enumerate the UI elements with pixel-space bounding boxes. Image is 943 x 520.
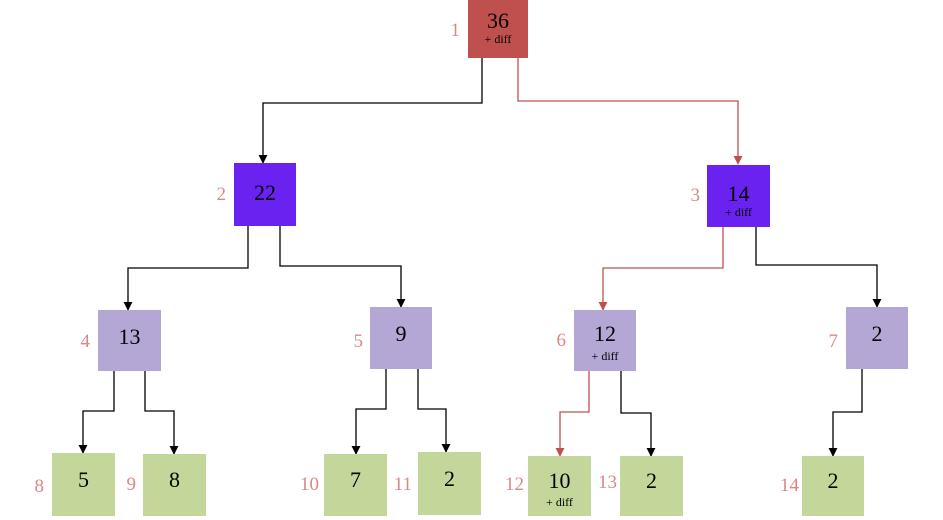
node-value: 2 xyxy=(871,321,883,346)
node-index-label: 9 xyxy=(126,474,137,495)
node-index-label: 6 xyxy=(556,330,567,351)
node-index-label: 5 xyxy=(353,331,364,352)
node-index-label: 4 xyxy=(80,331,91,352)
node-index-label: 13 xyxy=(598,472,617,493)
tree-node: 7 xyxy=(324,454,387,516)
tree-node: 13 xyxy=(98,310,161,371)
tree-node: 5 xyxy=(52,453,115,516)
node-index-label: 10 xyxy=(300,474,319,495)
edge-7-14 xyxy=(828,369,863,457)
node-index-label: 14 xyxy=(780,475,799,496)
node-index-label: 1 xyxy=(450,20,461,41)
tree-node: 2 xyxy=(418,452,481,515)
edge-2-5 xyxy=(279,226,406,308)
node-value: 13 xyxy=(118,324,141,349)
node-value: 7 xyxy=(350,467,361,492)
tree-node: 22 xyxy=(234,163,296,226)
tree-node: 2 xyxy=(802,456,864,516)
tree-node: 2 xyxy=(846,307,908,369)
edge-2-4 xyxy=(123,226,249,311)
node-index-label: 2 xyxy=(216,184,227,205)
tree-node: 2 xyxy=(620,456,683,516)
node-value: 36 xyxy=(487,8,509,33)
tree-node: 12 + diff xyxy=(574,310,636,371)
node-index-label: 8 xyxy=(34,476,45,497)
node-index-label: 3 xyxy=(690,185,701,206)
edge-5-10 xyxy=(351,369,387,455)
edge-1-3 xyxy=(517,58,743,165)
node-diff-note: + diff xyxy=(591,349,619,363)
node-value: 14 xyxy=(727,181,750,206)
node-value: 2 xyxy=(827,468,839,493)
edge-3-7 xyxy=(755,227,882,308)
tree-node: 8 xyxy=(143,454,206,516)
tree-node: 14 + diff xyxy=(707,165,770,227)
node-value: 9 xyxy=(395,321,407,346)
node-value: 22 xyxy=(254,180,276,205)
node-diff-note: + diff xyxy=(546,495,573,509)
node-value: 5 xyxy=(78,467,89,492)
edge-3-6 xyxy=(598,227,724,311)
node-value: 12 xyxy=(594,321,616,346)
node-index-label: 12 xyxy=(505,474,524,495)
edge-6-12 xyxy=(555,371,590,457)
node-value: 2 xyxy=(444,466,455,491)
edge-6-13 xyxy=(620,371,656,457)
node-diff-note: + diff xyxy=(725,205,752,219)
edge-4-9 xyxy=(144,371,179,455)
node-index-label: 7 xyxy=(828,331,839,352)
node-index-label: 11 xyxy=(393,474,412,495)
edge-5-11 xyxy=(417,369,451,453)
edge-4-8 xyxy=(78,371,115,454)
tree-node: 10 + diff xyxy=(528,456,591,516)
node-diff-note: + diff xyxy=(484,32,512,46)
node-value: 2 xyxy=(646,468,657,493)
edge-1-2 xyxy=(258,58,483,164)
tree-node: 9 xyxy=(370,307,432,369)
tree-node: 36 + diff xyxy=(468,0,528,58)
node-value: 8 xyxy=(169,467,180,492)
node-value: 10 xyxy=(548,468,571,493)
